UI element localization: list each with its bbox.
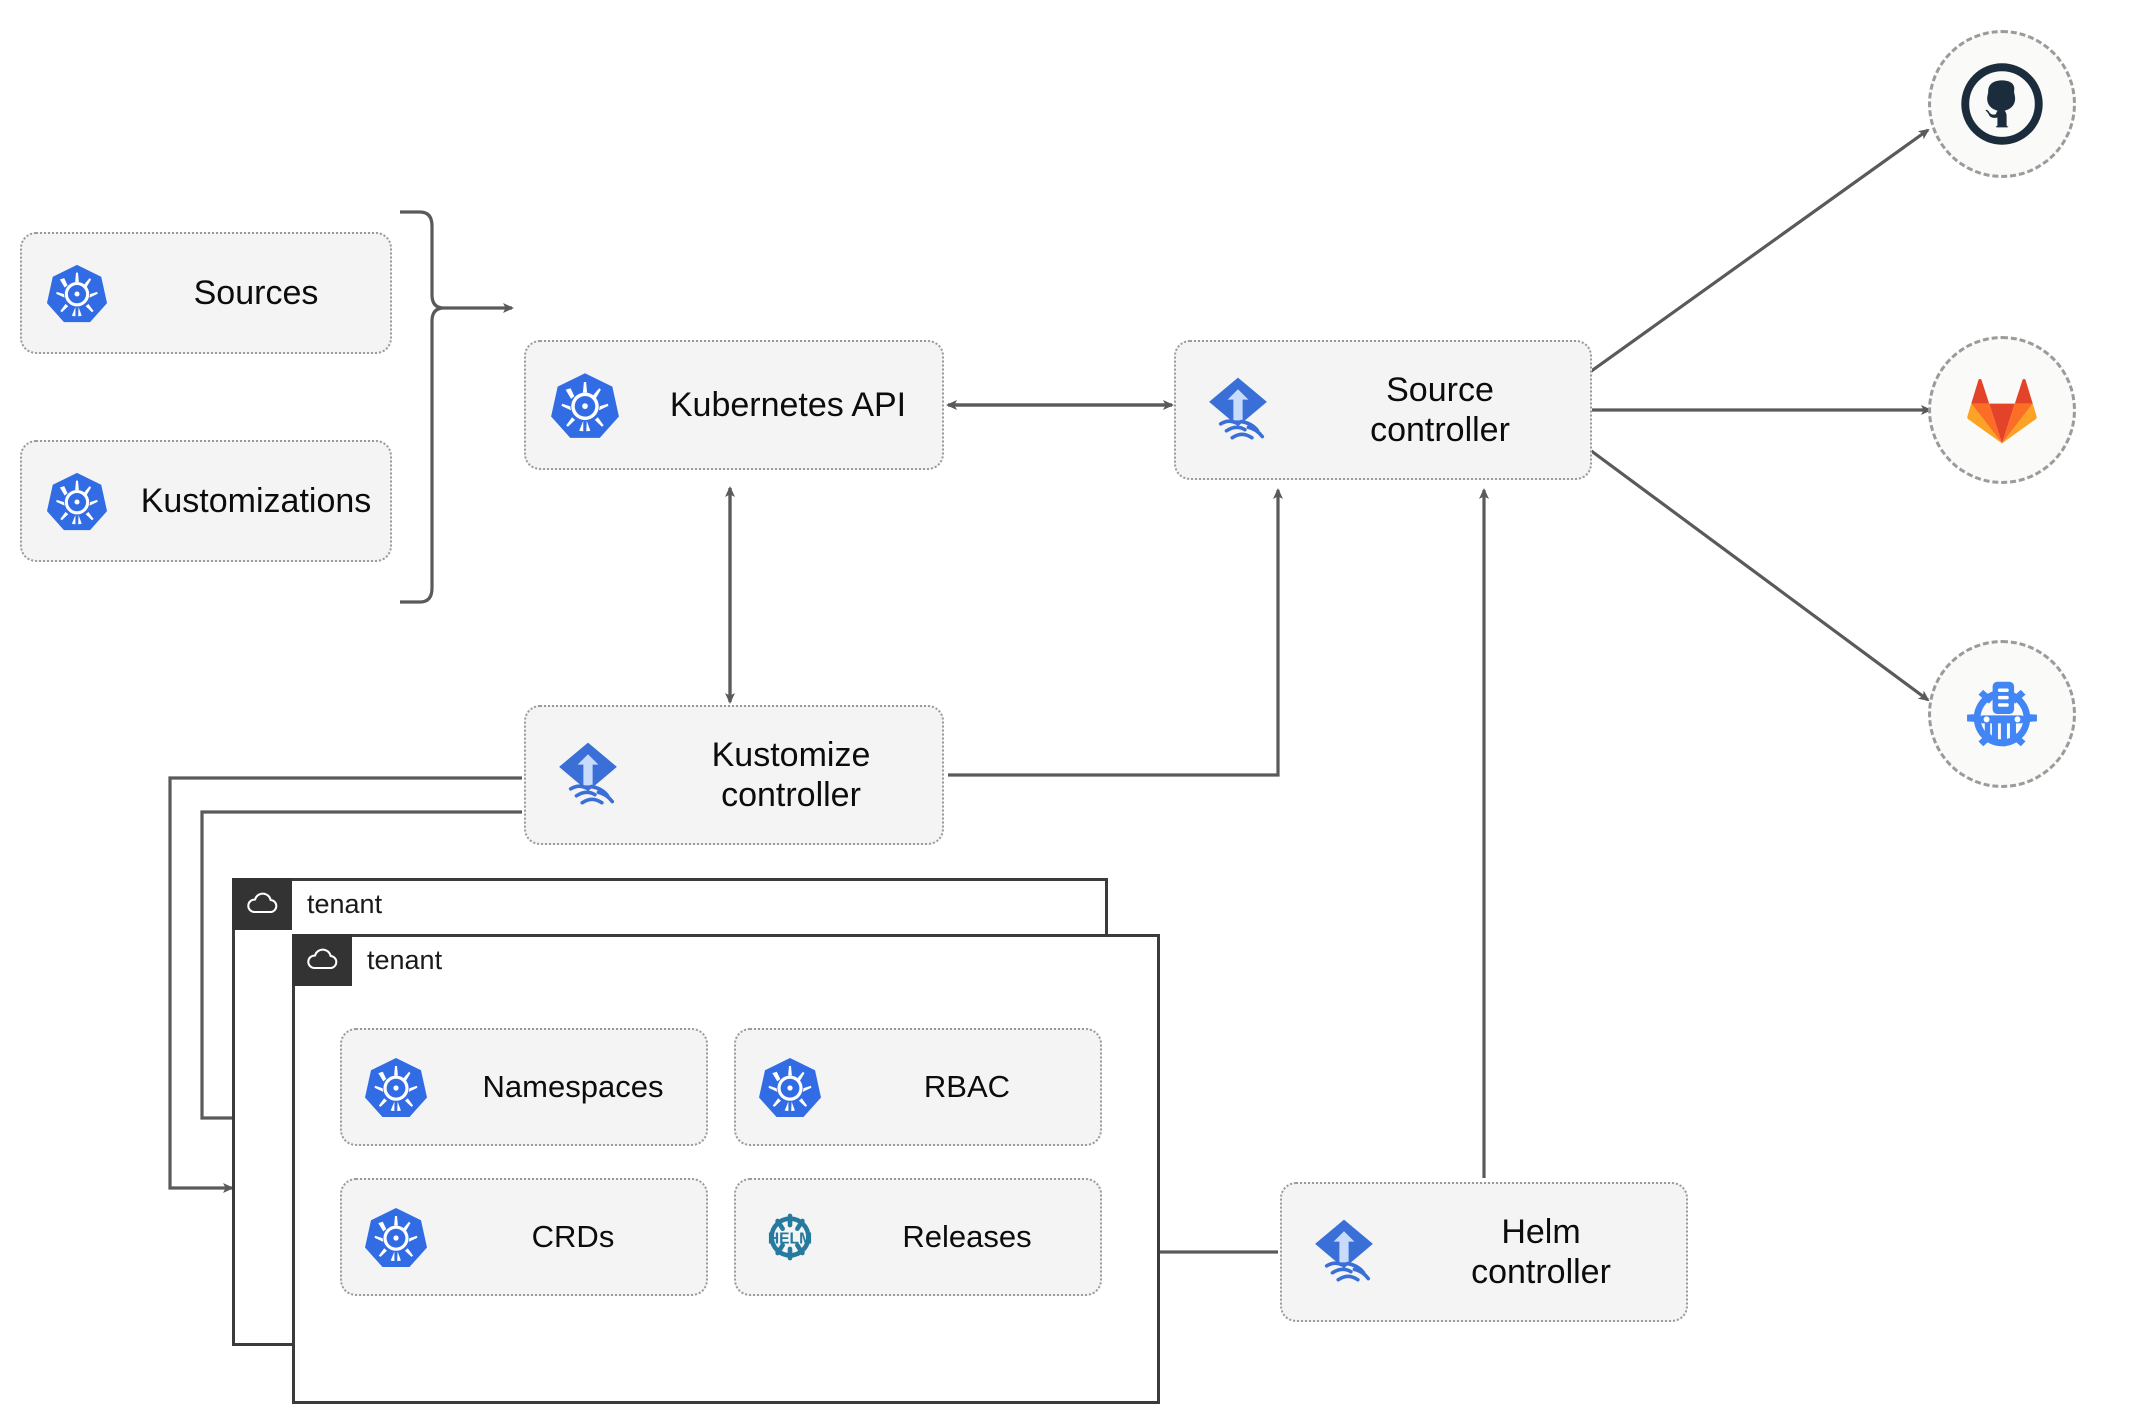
card-crds-label: CRDs <box>531 1218 615 1254</box>
kubernetes-icon <box>22 262 132 324</box>
card-sources[interactable]: Sources <box>20 232 392 354</box>
card-namespaces-label: Namespaces <box>482 1068 664 1104</box>
card-releases[interactable]: HELM Releases <box>734 1178 1102 1296</box>
repo-github[interactable] <box>1928 30 2076 178</box>
kubernetes-icon <box>22 470 132 532</box>
card-sources-label: Sources <box>193 273 319 312</box>
node-kustomize-controller-label: Kustomize controller <box>711 735 871 814</box>
flux-icon <box>1282 1215 1406 1289</box>
repo-gitlab[interactable] <box>1928 336 2076 484</box>
card-rbac[interactable]: RBAC <box>734 1028 1102 1146</box>
kubernetes-icon <box>342 1205 450 1269</box>
tenant-front-label: tenant <box>367 945 443 975</box>
gitlab-icon <box>1967 379 2037 444</box>
node-helm-controller-label: Helm controller <box>1471 1212 1611 1291</box>
helm-repository-icon <box>1967 681 2037 747</box>
node-kustomize-controller[interactable]: Kustomize controller <box>524 705 944 845</box>
edge-source-to-github <box>1589 128 1930 374</box>
svg-text:HELM: HELM <box>768 1230 812 1247</box>
node-helm-controller[interactable]: Helm controller <box>1280 1182 1688 1322</box>
kubernetes-icon <box>736 1055 844 1119</box>
flux-icon <box>526 738 650 812</box>
edge-source-to-helmrepo <box>1589 448 1930 702</box>
cloud-icon <box>232 878 292 930</box>
tenant-back-label: tenant <box>307 889 383 919</box>
node-source-controller[interactable]: Source controller <box>1174 340 1592 480</box>
card-kustomizations[interactable]: Kustomizations <box>20 440 392 562</box>
node-source-controller-label: Source controller <box>1370 370 1510 449</box>
kubernetes-icon <box>342 1055 450 1119</box>
card-releases-label: Releases <box>902 1218 1032 1254</box>
card-kustomizations-label: Kustomizations <box>140 481 372 520</box>
card-namespaces[interactable]: Namespaces <box>340 1028 708 1146</box>
repo-helm-repository[interactable] <box>1928 640 2076 788</box>
card-rbac-label: RBAC <box>923 1068 1011 1104</box>
card-crds[interactable]: CRDs <box>340 1178 708 1296</box>
helm-icon: HELM <box>736 1204 844 1270</box>
cloud-icon <box>292 934 352 986</box>
edge-inputs-brace <box>400 210 445 604</box>
edge-kustomize-to-source <box>948 488 1283 777</box>
github-icon <box>1961 63 2043 145</box>
node-kubernetes-api-label: Kubernetes API <box>669 385 907 424</box>
node-kubernetes-api[interactable]: Kubernetes API <box>524 340 944 470</box>
flux-icon <box>1176 373 1300 447</box>
tenant-front[interactable]: tenant <box>292 934 1160 1404</box>
kubernetes-icon <box>526 370 644 440</box>
